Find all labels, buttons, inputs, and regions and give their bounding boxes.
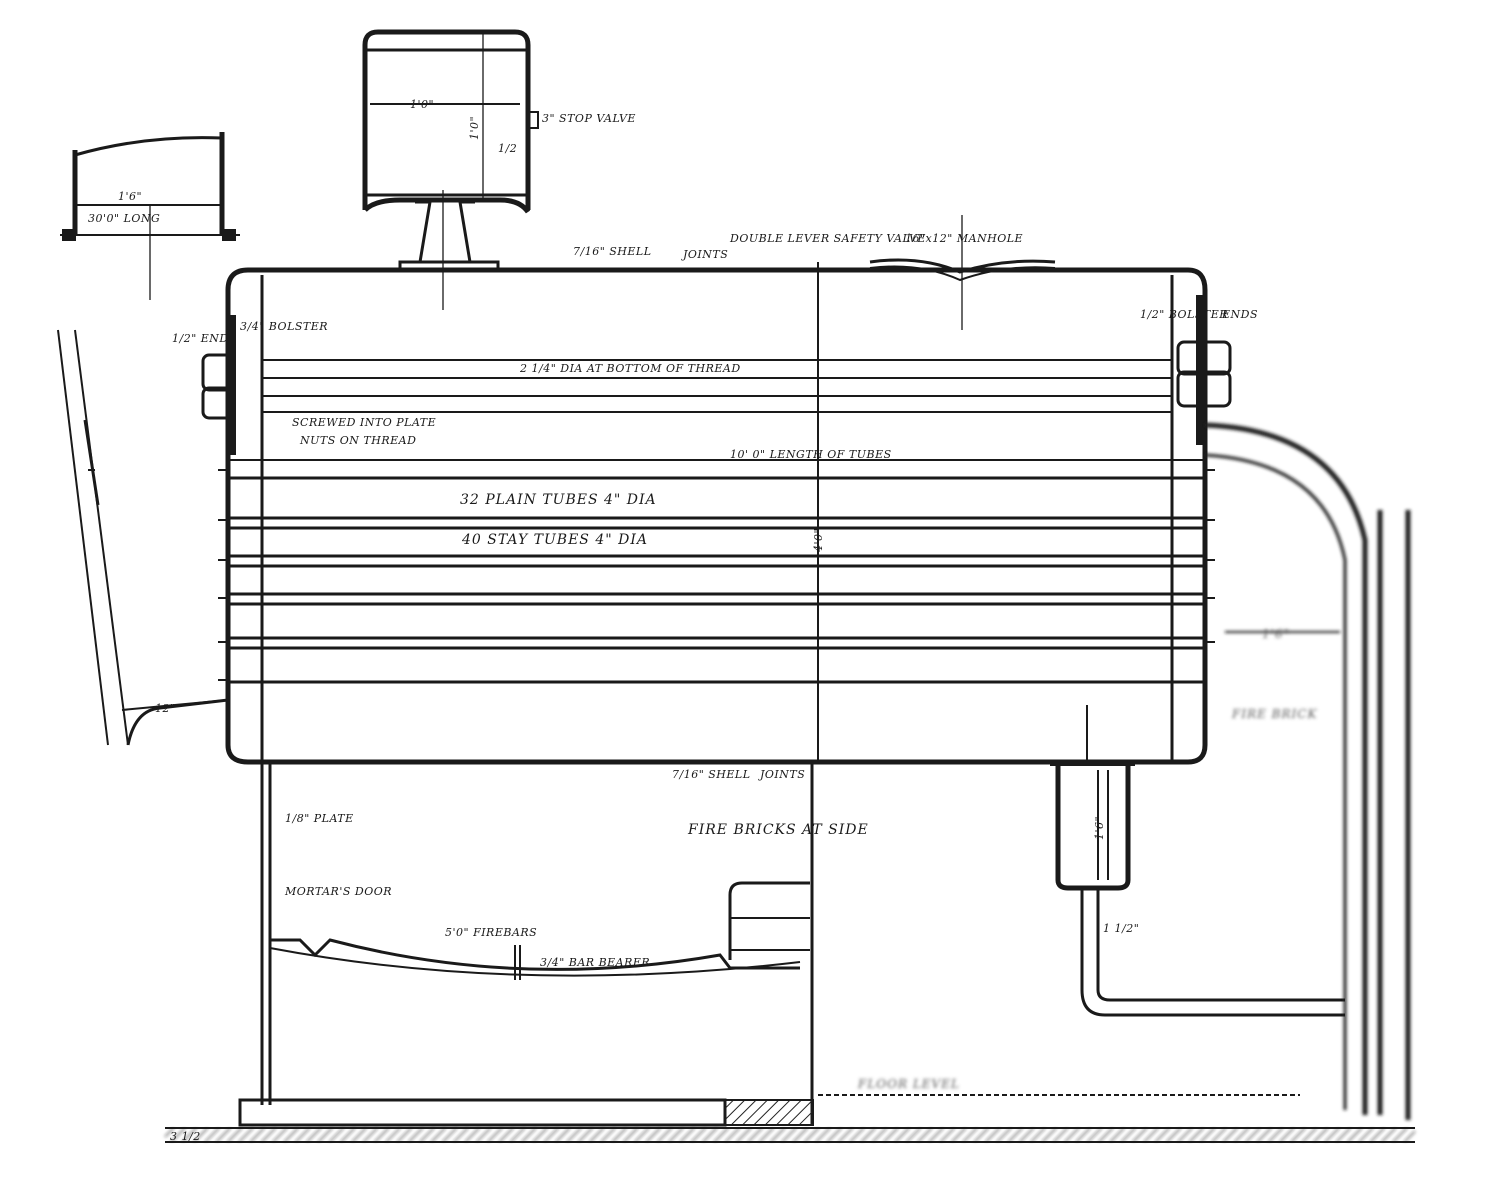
label-blowoff-dim: 1'6" — [1093, 816, 1106, 840]
label-bolster-left: 3/4" BOLSTER — [240, 320, 328, 333]
label-stay-diameter: 2 1/4" DIA AT BOTTOM OF THREAD — [519, 362, 741, 375]
label-scale: 3 1/2 — [170, 1130, 201, 1143]
label-safety-valve: DOUBLE LEVER SAFETY VALVE — [729, 232, 926, 245]
label-fire-bricks: FIRE BRICKS AT SIDE — [687, 822, 869, 838]
label-joint-bottom: JOINTS — [758, 768, 805, 781]
label-chimney-width: 1'6" — [118, 190, 142, 203]
steam-pipe — [1204, 422, 1411, 1120]
label-end-left: 1/2" END — [172, 332, 229, 345]
label-floor: FLOOR LEVEL — [857, 1077, 960, 1091]
label-firebars: 5'0" FIREBARS — [445, 926, 537, 939]
label-shell-bottom: 7/16" SHELL — [672, 768, 751, 781]
annotations: 1'0" 1'0" 1/2 3" STOP VALVE 1'6" 30'0" L… — [88, 98, 1317, 1143]
label-bolster-right: 1/2" BOLSTER — [1140, 308, 1228, 321]
label-mortar-door: MORTAR'S DOOR — [284, 885, 392, 898]
label-stay-tubes: 40 STAY TUBES 4" DIA — [461, 532, 648, 548]
label-manhole: 16"x12" MANHOLE — [905, 232, 1023, 245]
ground — [165, 1127, 1415, 1143]
label-plain-tubes: 32 PLAIN TUBES 4" DIA — [460, 492, 657, 508]
label-chimney-length: 30'0" LONG — [88, 212, 160, 225]
boiler-shell — [225, 215, 1208, 765]
chimney — [57, 132, 240, 746]
stay-rod — [201, 340, 1232, 420]
label-plate: 1/8" PLATE — [285, 812, 354, 825]
mud-drum — [1050, 705, 1345, 1017]
tube-bank — [218, 459, 1215, 684]
label-superheater-width: 1'0" — [410, 98, 434, 111]
label-shell-top: 7/16" SHELL — [573, 245, 652, 258]
steam-dome — [362, 29, 539, 310]
label-superheater-plate: 1/2 — [498, 142, 517, 155]
label-superheater-height: 1'0" — [468, 116, 481, 140]
label-chimney-base: 12" — [155, 702, 176, 715]
label-side-dim: 1'6" — [1262, 627, 1290, 641]
brick-setting — [238, 762, 1300, 1127]
label-bar-bearer: 3/4" BAR BEARER — [540, 956, 650, 969]
label-pipe-dim: 1 1/2" — [1103, 922, 1139, 935]
label-nuts: NUTS ON THREAD — [299, 434, 416, 447]
label-ends-right: ENDS — [1221, 308, 1258, 321]
label-joint-top: JOINTS — [681, 248, 728, 261]
label-fire-brick-right: FIRE BRICK — [1231, 707, 1317, 721]
label-stop-valve: 3" STOP VALVE — [542, 112, 636, 125]
label-shell-diameter: 4'0" — [812, 528, 825, 553]
label-tube-length: 10' 0" LENGTH OF TUBES — [730, 448, 892, 461]
label-screwed-plate: SCREWED INTO PLATE — [292, 416, 436, 429]
